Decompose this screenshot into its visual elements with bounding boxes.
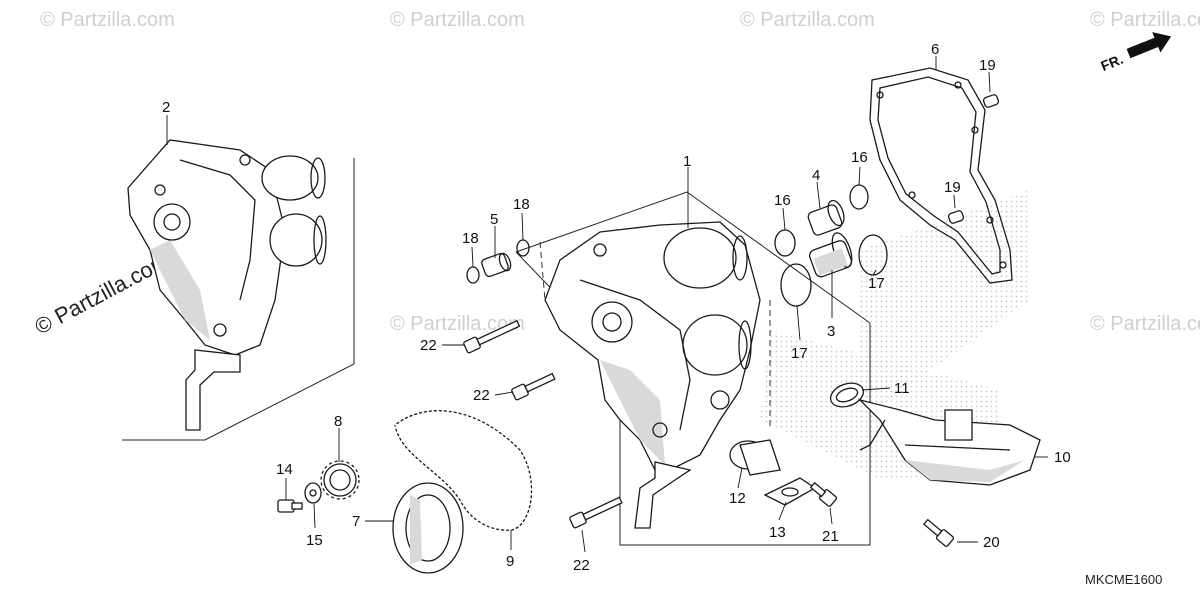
front-arrow-icon — [1126, 32, 1172, 59]
part-16-o-ring-b — [849, 184, 869, 210]
leader-lines — [166, 56, 1048, 553]
watermark-diagonal: © Partzilla.com — [31, 248, 174, 340]
front-arrow-label: FR. — [1098, 51, 1125, 74]
inset-frame-left — [122, 158, 355, 441]
callout-13: 13 — [769, 524, 786, 541]
part-7-cover — [392, 482, 464, 574]
part-8-sprocket — [320, 460, 360, 500]
callout-22a: 22 — [420, 337, 437, 354]
callout-6: 6 — [931, 41, 939, 58]
part-16-o-ring-a — [774, 229, 796, 257]
callout-9: 9 — [506, 553, 514, 570]
callout-17a: 17 — [791, 345, 808, 362]
callout-14: 14 — [276, 461, 293, 478]
part-12-cap — [729, 439, 781, 476]
callout-19a: 19 — [979, 57, 996, 74]
o-rings — [466, 184, 888, 408]
callout-2: 2 — [162, 99, 170, 116]
watermark-mid: © Partzilla.com — [390, 313, 525, 335]
part-5-collar — [481, 252, 512, 278]
part-2-pump-assembly — [127, 139, 327, 431]
part-17-o-ring-a — [780, 263, 812, 307]
watermark-top-4: © Partzilla.com — [1090, 9, 1200, 31]
callout-21: 21 — [822, 528, 839, 545]
callout-11: 11 — [894, 380, 910, 397]
callout-17b: 17 — [868, 275, 885, 292]
callout-22b: 22 — [473, 387, 490, 404]
callout-19b: 19 — [944, 179, 961, 196]
callout-12: 12 — [729, 490, 746, 507]
part-3-sleeve — [808, 232, 853, 278]
callout-5: 5 — [490, 211, 498, 228]
part-15-washer — [304, 482, 322, 504]
part-22-bolts — [463, 319, 623, 529]
callout-4: 4 — [812, 167, 820, 184]
part-4-sleeve — [807, 199, 845, 236]
callout-18a: 18 — [462, 230, 479, 247]
part-14-bolt — [277, 499, 303, 513]
callout-1: 1 — [683, 153, 691, 170]
part-13-gasket — [763, 477, 817, 506]
part-18-o-ring-a — [466, 266, 480, 284]
callout-22c: 22 — [573, 557, 590, 574]
callout-18b: 18 — [513, 196, 530, 213]
callout-3: 3 — [827, 323, 835, 340]
part-21-bolt — [809, 481, 838, 507]
watermark-right: © Partzilla.com — [1090, 313, 1200, 335]
diagram-code: MKCME1600 — [1085, 572, 1162, 587]
front-arrow: FR. — [1098, 32, 1172, 74]
part-19-dowel-pins — [947, 94, 1000, 224]
callout-15: 15 — [306, 532, 323, 549]
watermark-top-2: © Partzilla.com — [390, 9, 525, 31]
callout-8: 8 — [334, 413, 342, 430]
callout-7: 7 — [352, 513, 360, 530]
part-20-bolt — [923, 518, 955, 547]
part-10-strainer — [857, 398, 1041, 486]
watermark-top-1: © Partzilla.com — [40, 9, 175, 31]
callout-16b: 16 — [851, 149, 868, 166]
callout-16a: 16 — [774, 192, 791, 209]
part-6-gasket — [869, 67, 1013, 284]
callout-10: 10 — [1054, 449, 1071, 466]
part-9-chain — [393, 409, 533, 532]
part-1-pump-body — [544, 221, 761, 529]
callout-20: 20 — [983, 534, 1000, 551]
watermark-top-3: © Partzilla.com — [740, 9, 875, 31]
callouts: 1 2 3 4 5 6 7 8 9 10 11 12 13 14 15 16 1… — [162, 41, 1071, 574]
